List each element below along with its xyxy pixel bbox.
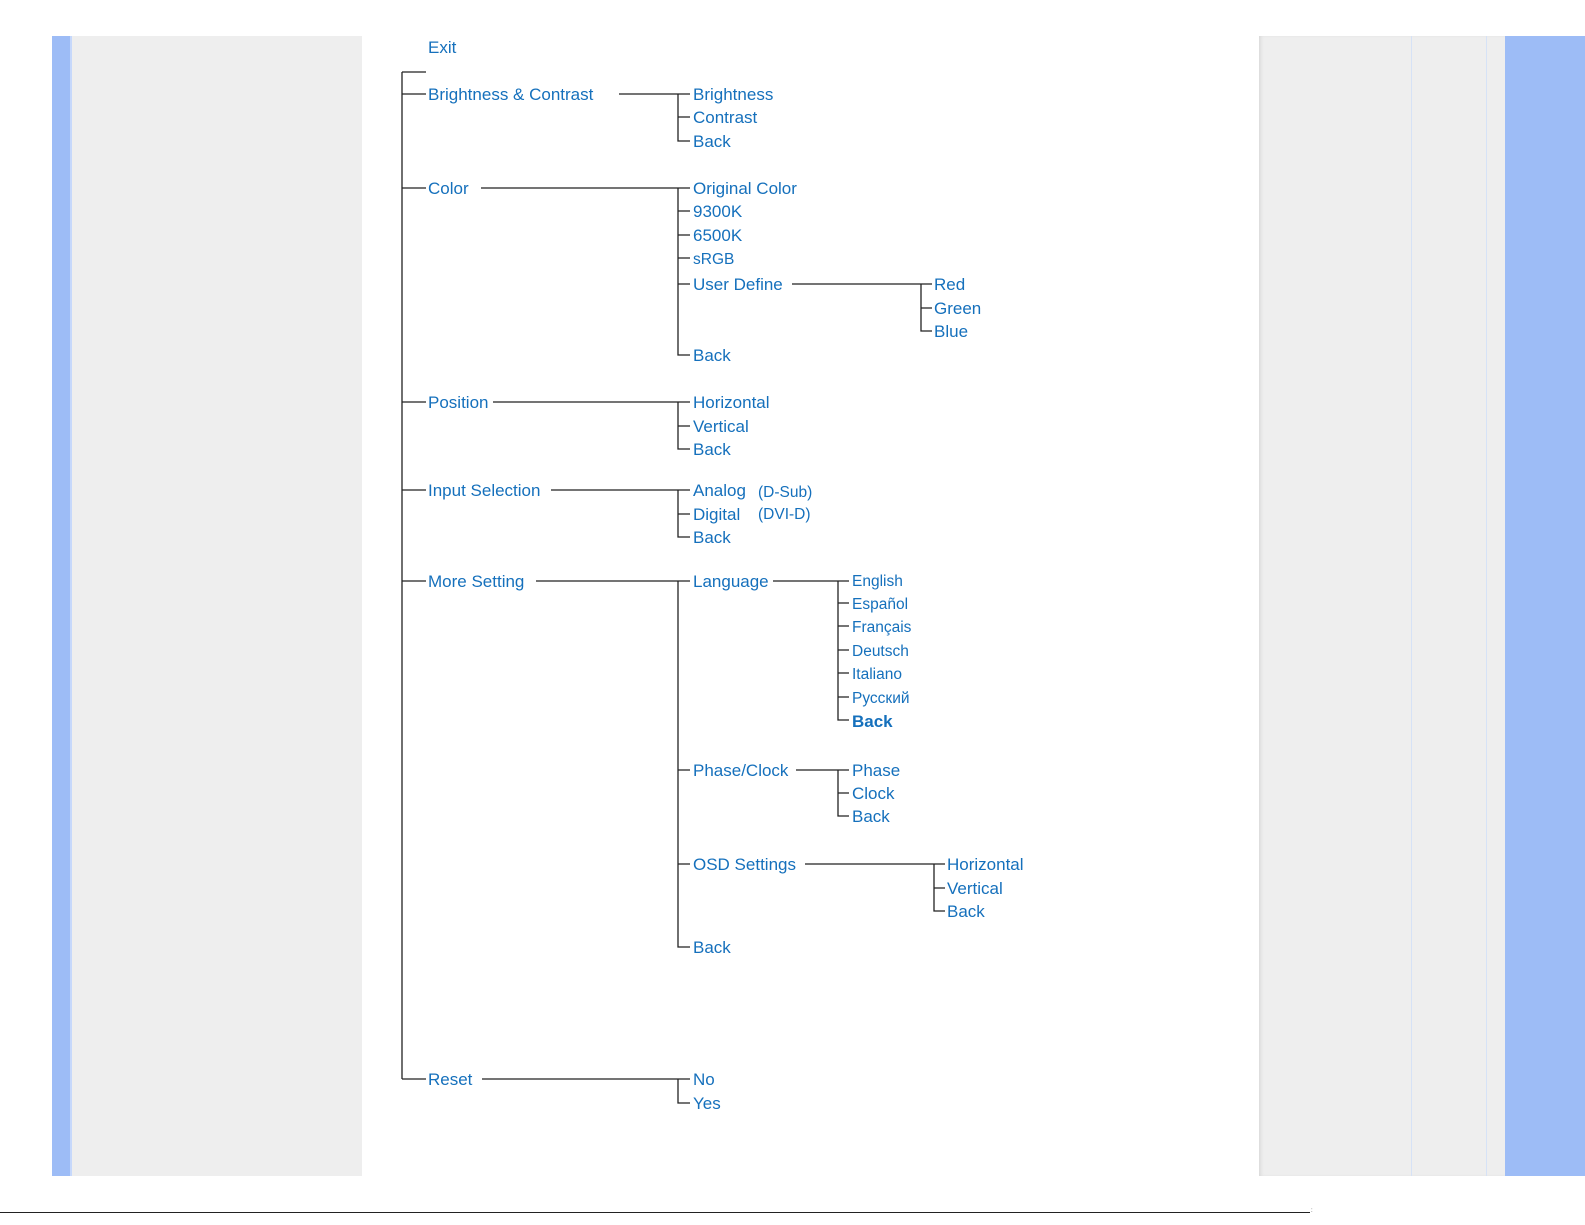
submenu-item: OSD Settings bbox=[693, 855, 796, 874]
left-strip-edge bbox=[70, 36, 72, 1176]
submenu-item: Back bbox=[693, 440, 731, 459]
submenu-item: Vertical bbox=[947, 879, 1003, 898]
submenu-item: Original Color bbox=[693, 179, 797, 198]
submenu-item: Red bbox=[934, 275, 965, 294]
submenu-item: Brightness bbox=[693, 85, 773, 104]
bottom-rule bbox=[0, 1212, 1310, 1213]
menu-color: Color bbox=[428, 179, 469, 198]
submenu-item: User Define bbox=[693, 275, 783, 294]
right-panel-divider bbox=[1486, 36, 1487, 1176]
submenu-item: Back bbox=[852, 807, 890, 826]
menu-input-selection: Input Selection bbox=[428, 481, 540, 500]
submenu-item: Phase bbox=[852, 761, 900, 780]
menu-more-setting: More Setting bbox=[428, 572, 524, 591]
menu-brightness-contrast: Brightness & Contrast bbox=[428, 85, 594, 104]
submenu-item: 6500K bbox=[693, 226, 743, 245]
submenu-item: Back bbox=[693, 346, 731, 365]
submenu-note: (D-Sub) bbox=[758, 484, 812, 501]
submenu-item: Analog bbox=[693, 481, 746, 500]
submenu-item: Green bbox=[934, 299, 981, 318]
submenu-item: Clock bbox=[852, 784, 895, 803]
menu-exit: Exit bbox=[428, 38, 457, 57]
submenu-item: Italiano bbox=[852, 666, 902, 683]
submenu-item: 9300K bbox=[693, 202, 743, 221]
submenu-item: Back bbox=[693, 132, 731, 151]
submenu-item: No bbox=[693, 1070, 715, 1089]
tree-connectors bbox=[401, 71, 945, 1104]
submenu-item: Back bbox=[852, 712, 893, 731]
submenu-item: Español bbox=[852, 596, 908, 613]
submenu-item: Horizontal bbox=[947, 855, 1024, 874]
submenu-item: Back bbox=[947, 902, 985, 921]
submenu-item: sRGB bbox=[693, 251, 734, 268]
left-blue-strip bbox=[52, 36, 70, 1176]
submenu-item: Back bbox=[693, 528, 731, 547]
submenu-item: Blue bbox=[934, 322, 968, 341]
submenu-item: Language bbox=[693, 572, 769, 591]
submenu-item: English bbox=[852, 573, 903, 590]
submenu-item: Deutsch bbox=[852, 643, 909, 660]
menu-reset: Reset bbox=[428, 1070, 473, 1089]
submenu-item: Horizontal bbox=[693, 393, 770, 412]
bottom-page-mark: : bbox=[1311, 1208, 1313, 1214]
submenu-item: Français bbox=[852, 619, 912, 636]
right-side-panel bbox=[1259, 36, 1505, 1176]
submenu-item: Contrast bbox=[693, 108, 758, 127]
right-panel-divider bbox=[1411, 36, 1412, 1176]
left-side-panel bbox=[72, 36, 362, 1176]
right-blue-strip bbox=[1505, 36, 1585, 1176]
menu-position: Position bbox=[428, 393, 488, 412]
submenu-item: Русский bbox=[852, 690, 910, 707]
submenu-item: Back bbox=[693, 938, 731, 957]
submenu-item: Yes bbox=[693, 1094, 721, 1113]
submenu-note: (DVI-D) bbox=[758, 506, 811, 523]
submenu-item: Vertical bbox=[693, 417, 749, 436]
submenu-item: Digital bbox=[693, 505, 740, 524]
submenu-item: Phase/Clock bbox=[693, 761, 789, 780]
